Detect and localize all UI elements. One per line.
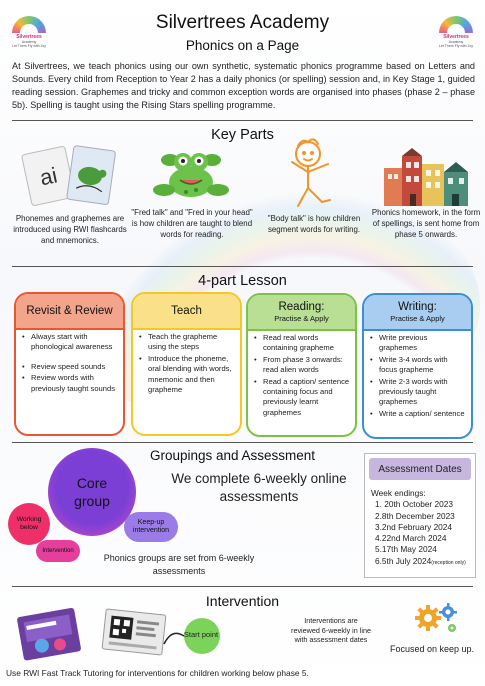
reception-note: (reception only): [431, 559, 466, 566]
groupings-note: Phonics groups are set from 6-weekly ass…: [103, 553, 255, 576]
houses-icon: [382, 148, 470, 206]
page-subtitle: Phonics on a Page: [185, 38, 300, 53]
core-group-label: Core group: [74, 475, 110, 509]
assessment-dates-list: 1. 20th October 2023 2.8th December 2023…: [371, 499, 475, 569]
rainbow-logo-icon: [439, 16, 473, 33]
list-item: Write previous graphemes: [370, 333, 466, 354]
list-item: 5.17th May 2024: [375, 544, 437, 555]
assessment-dates-body: Week endings: 1. 20th October 2023 2.8th…: [365, 480, 475, 569]
week-endings-label: Week endings:: [371, 488, 426, 498]
start-point-icon: [162, 614, 228, 658]
divider: [12, 266, 473, 267]
working-below-circle: Working below: [8, 503, 50, 545]
final-date: 6.5th July 2024: [375, 555, 432, 566]
rainbow-logo-icon: [12, 16, 46, 33]
assessment-dates-heading: Assessment Dates: [369, 458, 471, 480]
list-item: Always start with phonological awareness: [22, 332, 118, 353]
list-item: Write a caption/ sentence: [370, 409, 466, 420]
lesson-box-list: Teach the grapheme using the steps Intro…: [133, 330, 240, 395]
intervention-heading: Intervention: [205, 593, 280, 609]
working-below-label: Working below: [16, 516, 42, 531]
lesson-box-title: Reading:: [278, 301, 325, 313]
divider: [12, 586, 473, 587]
lesson-box-title: Writing:: [398, 301, 437, 313]
key-part-caption-1: Phonemes and graphemes are introduced us…: [13, 214, 127, 245]
core-group-circle: Core group: [48, 448, 136, 536]
body-talk-icon: [278, 136, 342, 210]
assessment-dates-box: Assessment Dates Week endings: 1. 20th O…: [364, 453, 476, 578]
divider: [12, 442, 473, 443]
list-item: Write 3-4 words with focus grapheme: [370, 355, 466, 376]
key-part-caption-4: Phonics homework, in the form of spellin…: [371, 208, 481, 239]
list-item: 4.22nd March 2024: [375, 533, 447, 544]
lesson-box-list: Always start with phonological awareness…: [16, 330, 123, 394]
logo-sub: Academy: [448, 40, 464, 44]
key-part-caption-2: "Fred talk" and "Fred in your head" is h…: [131, 208, 253, 239]
school-logo-left: Silvertrees Academy Let Them Fly with Jo…: [6, 8, 52, 48]
list-item: Introduce the phoneme, oral blending wit…: [139, 354, 235, 396]
keep-up-label: Keep-up intervention: [132, 519, 170, 534]
assessment-statement: We complete 6-weekly online assessments: [171, 471, 347, 504]
logo-tagline: Let Them Fly with Joy: [439, 44, 473, 48]
lesson-box-revisit: Revisit & Review Always start with phono…: [14, 292, 125, 436]
list-item: 3.2nd February 2024: [375, 521, 453, 532]
intro-paragraph: At Silvertrees, we teach phonics using o…: [12, 61, 475, 110]
gears-icon: [412, 598, 462, 638]
lesson-box-subtitle: Practise & Apply: [274, 314, 329, 323]
lesson-box-header: Reading: Practise & Apply: [248, 295, 355, 331]
qr-card-icon: [98, 606, 170, 658]
frog-toy-icon: [150, 140, 232, 206]
intervention-circle: Intervention: [36, 540, 80, 562]
list-item: Write 2-3 words with previously taught g…: [370, 377, 466, 408]
logo-sub: Academy: [21, 40, 37, 44]
lesson-box-reading: Reading: Practise & Apply Read real word…: [246, 293, 357, 437]
lesson-box-header: Revisit & Review: [16, 294, 123, 330]
lesson-box-list: Write previous graphemes Write 3-4 words…: [364, 331, 471, 420]
flashcard-icon: ai: [18, 138, 118, 210]
list-item: 1. 20th October 2023: [375, 499, 453, 510]
lesson-box-writing: Writing: Practise & Apply Write previous…: [362, 293, 473, 439]
lesson-box-title: Teach: [171, 305, 202, 317]
logo-name: Silvertrees: [443, 34, 469, 40]
lesson-box-header: Teach: [133, 294, 240, 330]
key-parts-heading: Key Parts: [211, 127, 274, 143]
keep-up-circle: Keep-up intervention: [124, 512, 178, 542]
list-item: 6.5th July 2024(reception only): [375, 556, 475, 569]
list-item: From phase 3 onwards: read alien words: [254, 355, 350, 376]
school-logo-right: Silvertrees Academy Let Them Fly with Jo…: [433, 8, 479, 48]
lesson-box-teach: Teach Teach the grapheme using the steps…: [131, 292, 242, 436]
groupings-heading: Groupings and Assessment: [149, 448, 316, 463]
flashcard-letters: ai: [38, 162, 60, 190]
list-item: Read a caption/ sentence containing focu…: [254, 377, 350, 419]
divider: [12, 120, 473, 121]
lesson-box-header: Writing: Practise & Apply: [364, 295, 471, 331]
page-title: Silvertrees Academy: [155, 12, 330, 33]
rwi-book-icon: [10, 604, 94, 662]
intervention-review-text: Interventions are reviewed 6-weekly in l…: [291, 616, 371, 644]
intervention-label: Intervention: [42, 548, 74, 554]
list-item: Read real words containing grapheme: [254, 333, 350, 354]
key-part-caption-3: "Body talk" is how children segment word…: [267, 214, 361, 234]
lesson-box-subtitle: Practise & Apply: [390, 314, 445, 323]
keep-up-focus-text: Focused on keep up.: [389, 644, 475, 654]
logo-tagline: Let Them Fly with Joy: [12, 44, 46, 48]
footer-note: Use RWI Fast Track Tutoring for interven…: [6, 668, 309, 678]
lesson-box-list: Read real words containing grapheme From…: [248, 331, 355, 418]
logo-name: Silvertrees: [16, 34, 42, 40]
list-item: Review speed sounds: [22, 362, 118, 373]
lesson-heading: 4-part Lesson: [198, 273, 287, 289]
start-point-label: Start point: [183, 630, 219, 639]
list-item: Review words with previously taught soun…: [22, 373, 118, 394]
list-item: Teach the grapheme using the steps: [139, 332, 235, 353]
lesson-box-title: Revisit & Review: [26, 305, 113, 317]
list-item: 2.8th December 2023: [375, 510, 455, 521]
